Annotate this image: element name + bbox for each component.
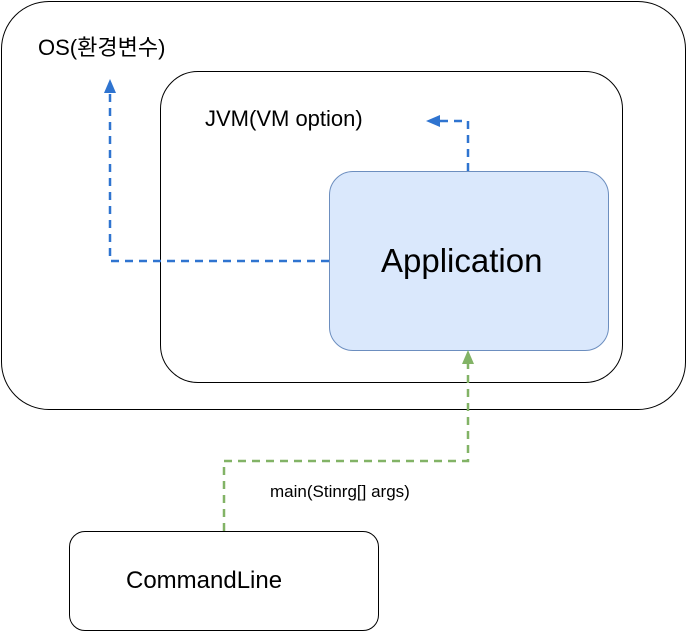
os-label: OS(환경변수) — [38, 35, 166, 60]
commandline-node — [69, 531, 379, 631]
commandline-label: CommandLine — [126, 567, 283, 594]
jvm-label: JVM(VM option) — [205, 106, 363, 131]
args-edge-label: main(Stinrg[] args) — [270, 482, 410, 501]
application-label: Application — [381, 242, 543, 279]
